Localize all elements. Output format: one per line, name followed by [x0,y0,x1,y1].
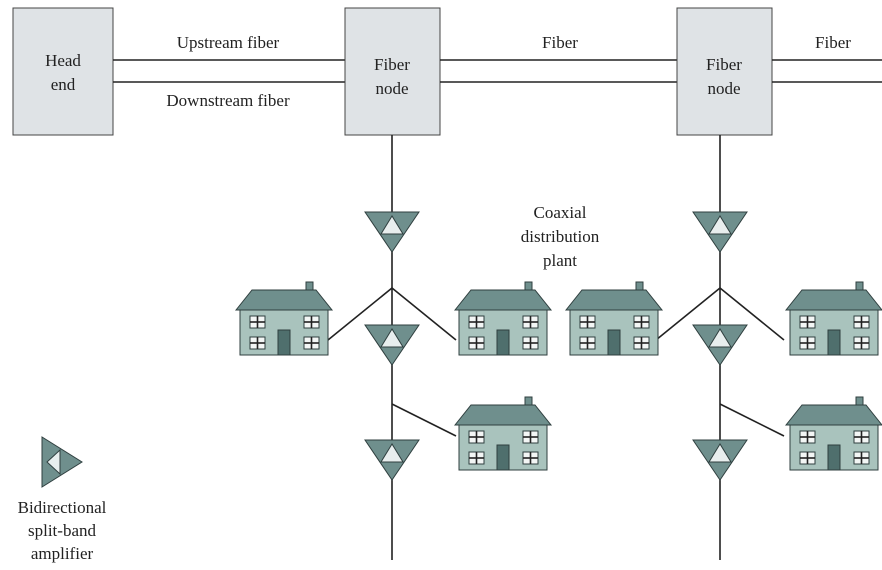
fiber-node-1-label-1: Fiber [374,55,410,74]
legend-amplifier-icon-inner [46,448,61,476]
house-6-roof [784,404,882,426]
fiber-node-2 [676,7,773,136]
house-2-chimney [524,281,533,291]
house-5-chimney [855,281,864,291]
house-4-roof [564,289,664,311]
fiber-node-1 [344,7,441,136]
fiber-node-1-label-2: node [375,79,408,98]
drop-left-upper-1 [327,287,393,341]
amplifier-2-1-inner [708,215,732,235]
drop-right-upper-2 [719,287,785,341]
house-5-door [827,329,841,356]
house-1-chimney [305,281,314,291]
drop-right-lower-1 [391,403,457,437]
legend-label-1: Bidirectional [18,498,107,517]
downstream-fiber-label: Downstream fiber [166,91,290,110]
amplifier-1-2-inner [380,328,404,348]
legend-amplifier-icon [41,436,83,488]
fiber-mid-label: Fiber [542,33,578,52]
house-5-roof [784,289,882,311]
fiber-right-label: Fiber [815,33,851,52]
legend-label-3: amplifier [31,544,94,563]
house-2-roof [453,289,553,311]
house-3-chimney [524,396,533,406]
coax-label-3: plant [543,251,577,270]
house-6-chimney [855,396,864,406]
drop-right-upper-1 [391,287,457,341]
house-3-roof [453,404,553,426]
amplifier-2-2-inner [708,328,732,348]
house-4-door [607,329,621,356]
headend-box [12,7,114,136]
amplifier-1-3-inner [380,443,404,463]
headend-label-1: Head [45,51,81,70]
house-4-chimney [635,281,644,291]
house-1-door [277,329,291,356]
coax-label-1: Coaxial [534,203,587,222]
headend-label-2: end [51,75,76,94]
upstream-fiber-label: Upstream fiber [177,33,280,52]
amplifier-2-3-inner [708,443,732,463]
house-2-door [496,329,510,356]
drop-left-upper-2 [655,287,721,341]
coax-label-2: distribution [521,227,600,246]
house-3-door [496,444,510,471]
amplifier-1-1-inner [380,215,404,235]
house-6-door [827,444,841,471]
fiber-node-2-label-2: node [707,79,740,98]
drop-right-lower-2 [719,403,785,437]
legend-label-2: split-band [28,521,96,540]
fiber-node-2-label-1: Fiber [706,55,742,74]
house-1-roof [234,289,334,311]
